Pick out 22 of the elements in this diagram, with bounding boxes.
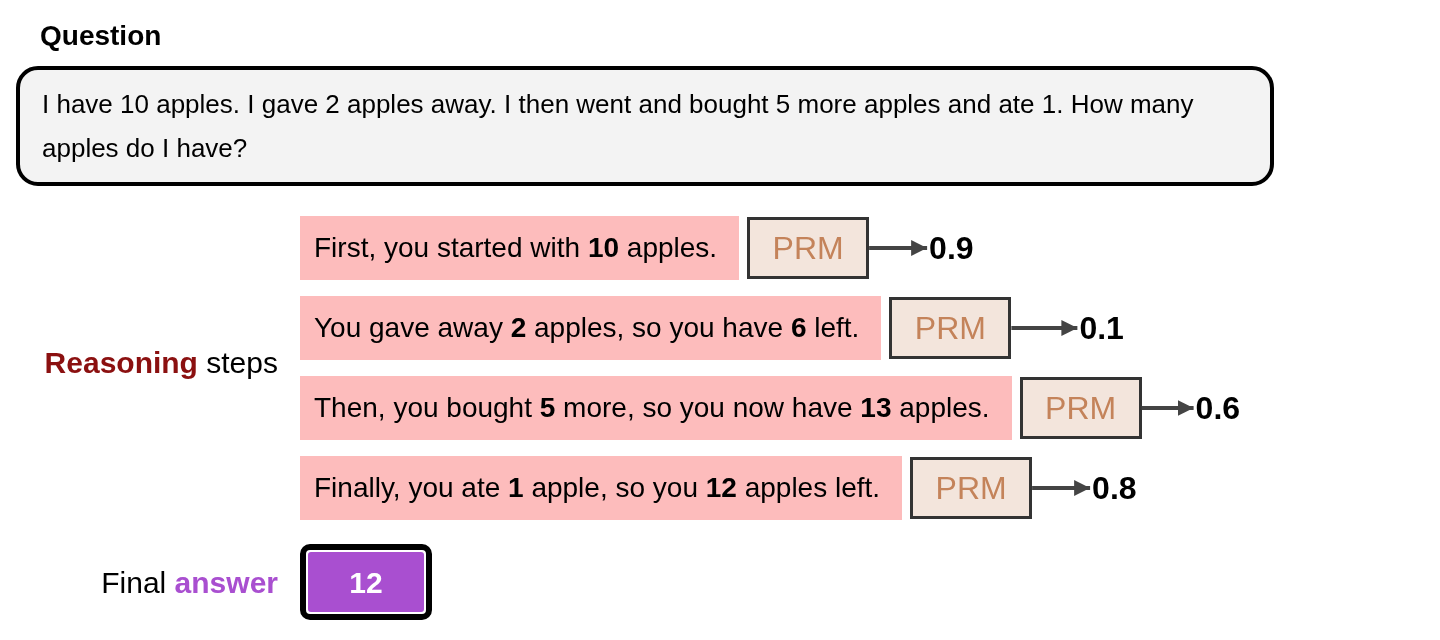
reasoning-step-box: Finally, you ate 1 apple, so you 12 apples left. (300, 456, 903, 520)
prm-box: PRM (1019, 377, 1142, 439)
question-text: I have 10 apples. I gave 2 apples away. I then went and bought 5 more apples and ate 1. How many apples do I have? (42, 88, 1195, 165)
reasoning-step-box: First, you started with 10 apples. (300, 216, 740, 280)
answer-box (300, 544, 432, 620)
score-value: 0.1 (1079, 312, 1124, 344)
prm-box: PRM (910, 457, 1033, 519)
prm-box: PRM (889, 297, 1012, 359)
question-heading: Question (40, 22, 162, 50)
arrow (1141, 400, 1194, 416)
prm-box: PRM (747, 217, 870, 279)
side-label: Reasoning steps (44, 346, 278, 379)
score-value: 0.9 (929, 232, 974, 264)
score-value: 0.6 (1195, 392, 1241, 424)
arrow (1032, 480, 1091, 496)
side-label: Final answer (101, 566, 278, 599)
arrow (1011, 320, 1078, 336)
reasoning-step-box: You gave away 2 apples, so you have 6 left. (300, 296, 882, 360)
arrow (869, 240, 928, 256)
answer-value: 12 (308, 552, 424, 612)
reasoning-step-box: Then, you bought 5 more, so you now have 13 apples. (300, 376, 1012, 440)
score-value: 0.8 (1092, 472, 1137, 504)
